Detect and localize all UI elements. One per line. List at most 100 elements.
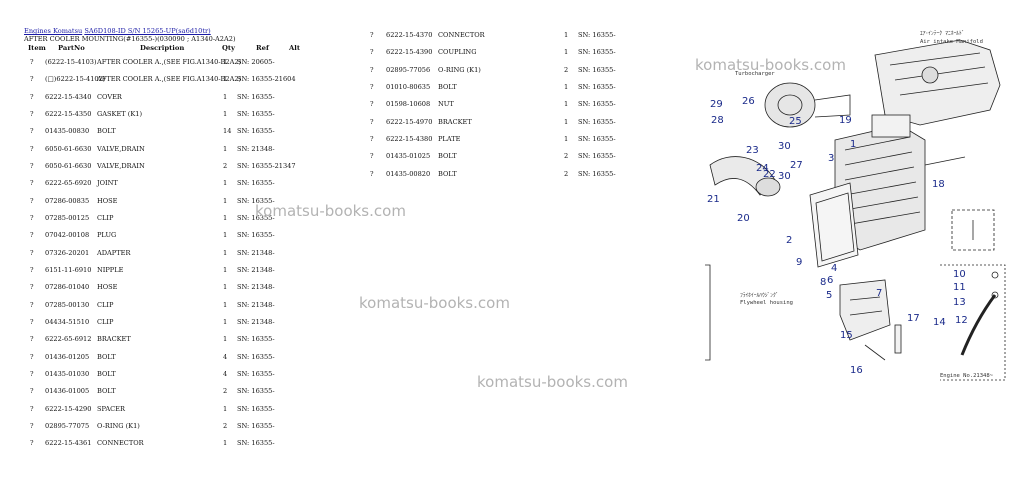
table-cell-qty: 1 — [564, 48, 569, 57]
table-cell-ref: SN: 16355- — [578, 31, 616, 39]
note-flywheel-en: Flywheel housing — [740, 300, 793, 306]
table-cell-item: ? — [30, 196, 34, 205]
table-cell-qty: 1 — [564, 134, 569, 143]
callout-16: 16 — [850, 365, 863, 376]
table-cell-partno: 6222-15-4290 — [45, 404, 92, 413]
watermark: komatsu-books.com — [359, 294, 510, 312]
watermark: komatsu-books.com — [477, 373, 628, 391]
table-cell-item: ? — [30, 179, 34, 188]
table-cell-item: ? — [370, 82, 374, 91]
callout-30b: 30 — [778, 171, 791, 182]
table-cell-item: ? — [30, 265, 34, 274]
callout-15: 15 — [840, 330, 853, 341]
table-cell-ref: SN: 16355- — [578, 117, 616, 126]
table-cell-item: ? — [30, 213, 34, 222]
table-cell-partno: 02895-77056 — [386, 65, 431, 74]
table-cell-qty: 1 — [223, 439, 228, 448]
table-cell-item: ? — [30, 335, 34, 344]
callout-29: 29 — [710, 99, 723, 110]
table-cell-ref: SN: 16355- — [578, 65, 616, 74]
table-cell-item: ? — [370, 169, 374, 178]
callout-26: 26 — [742, 96, 755, 107]
table-cell-partno: 6050-61-6630 — [45, 161, 92, 170]
table-cell-ref: SN: 16355- — [578, 100, 616, 109]
table-cell-desc: BOLT — [97, 127, 116, 136]
table-cell-desc: BOLT — [97, 352, 116, 361]
table-cell-desc: COVER — [97, 92, 122, 101]
table-cell-qty: 14 — [223, 127, 232, 136]
table-cell-item: ? — [370, 31, 374, 39]
table-cell-desc: CONNECTOR — [97, 439, 144, 448]
table-cell-ref: SN: 16355- — [578, 82, 616, 91]
table-cell-ref: SN: 16355- — [237, 352, 275, 361]
table-cell-qty: 2 — [223, 421, 228, 430]
table-cell-partno: 6222-65-6912 — [45, 335, 92, 344]
table-cell-ref: SN: 21348- — [237, 265, 275, 274]
table-cell-item: ? — [30, 369, 34, 378]
table-cell-desc: GASKET (K1) — [97, 109, 143, 118]
breadcrumb-link-model[interactable]: SA6D108-ID S/N 15265-UP(sa6d10tr) — [84, 27, 211, 35]
table-cell-desc: CLIP — [97, 213, 114, 222]
table-cell-partno: 01435-01030 — [45, 369, 90, 378]
watermark: komatsu-books.com — [255, 202, 406, 220]
callout-12: 12 — [955, 315, 968, 326]
table-cell-qty: 1 — [223, 317, 228, 326]
table-cell-qty: 1 — [223, 265, 228, 274]
table-cell-item: ? — [30, 161, 34, 170]
table-cell-item: ? — [30, 109, 34, 118]
callout-4: 4 — [831, 263, 837, 274]
callout-6: 6 — [827, 275, 833, 286]
breadcrumb-link-engines[interactable]: Engines Komatsu — [24, 27, 83, 35]
table-cell-item: ? — [370, 65, 374, 74]
table-cell-qty: 1 — [223, 231, 228, 240]
table-cell-partno: 07286-00835 — [45, 196, 90, 205]
table-cell-qty: 1 — [564, 82, 569, 91]
table-cell-item: ? — [30, 317, 34, 326]
table-cell-desc: BOLT — [97, 387, 116, 396]
callout-1: 1 — [850, 139, 856, 150]
table-cell-desc: AFTER COOLER A.,(SEE FIG.A1340-B2A2) — [97, 58, 242, 66]
table-cell-ref: SN: 21348- — [237, 248, 275, 257]
note-engine-no: Engine No.21348~ — [940, 373, 994, 379]
table-cell-desc: ADAPTER — [97, 248, 131, 257]
table-cell-ref: SN: 16355- — [237, 387, 275, 396]
callout-19: 19 — [839, 115, 852, 126]
table-cell-item: ? — [30, 300, 34, 309]
callout-23: 23 — [746, 145, 759, 156]
table-cell-ref: SN: 21348- — [237, 144, 275, 153]
table-cell-partno: 07285-00125 — [45, 213, 90, 222]
table-cell-ref: SN: 20605- — [237, 58, 275, 66]
table-cell-ref: SN: 16355- — [237, 421, 275, 430]
table-cell-partno: 6222-15-4361 — [45, 439, 92, 448]
table-cell-desc: BOLT — [438, 169, 457, 178]
callout-28: 28 — [711, 115, 724, 126]
table-cell-qty: 1 — [223, 179, 228, 188]
table-cell-qty: 1 — [223, 213, 228, 222]
table-cell-partno: 6050-61-6630 — [45, 144, 92, 153]
callout-10: 10 — [953, 269, 966, 280]
callout-7: 7 — [876, 288, 882, 299]
table-cell-desc: JOINT — [97, 179, 118, 188]
table-cell-ref: SN: 21348- — [237, 317, 275, 326]
callout-14: 14 — [933, 317, 946, 328]
table-cell-item: ? — [30, 144, 34, 153]
table-cell-qty: 1 — [223, 300, 228, 309]
table-cell-partno: 6222-15-4370 — [386, 31, 433, 39]
table-cell-qty: 2 — [564, 152, 569, 161]
column-header-description: Description — [140, 44, 185, 52]
table-cell-qty: 2 — [223, 387, 228, 396]
callout-11: 11 — [953, 282, 966, 293]
table-cell-desc: BOLT — [97, 369, 116, 378]
table-cell-ref: SN: 21348- — [237, 300, 275, 309]
table-cell-desc: PLATE — [438, 134, 461, 143]
table-cell-desc: O-RING (K1) — [438, 65, 481, 74]
table-cell-partno: 07285-00130 — [45, 300, 90, 309]
table-cell-desc: VALVE,DRAIN — [97, 144, 145, 153]
table-cell-ref: SN: 16355- — [237, 109, 275, 118]
table-cell-qty: 1 — [564, 31, 569, 39]
table-cell-qty: 1 — [223, 75, 228, 84]
table-cell-item: ? — [30, 387, 34, 396]
table-cell-desc: PLUG — [97, 231, 117, 240]
table-cell-desc: HOSE — [97, 283, 118, 292]
column-header-qty: Qty — [222, 44, 236, 52]
